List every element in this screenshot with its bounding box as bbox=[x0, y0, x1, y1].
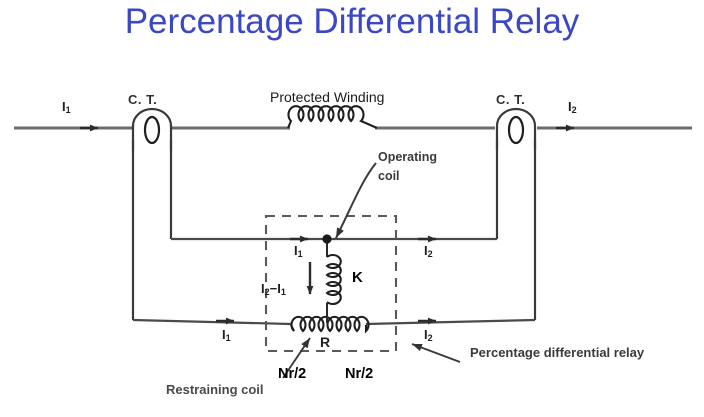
page-title: Percentage Differential Relay bbox=[124, 2, 580, 41]
turns-left-label: Nr/2 bbox=[278, 366, 307, 382]
current-symbol: I bbox=[424, 327, 428, 342]
operating-coil-symbol-label: K bbox=[352, 269, 363, 286]
current-label-i2-upper: I2 bbox=[424, 243, 433, 259]
current-label-i2-primary: I2 bbox=[568, 99, 577, 115]
ct-right-symbol bbox=[495, 107, 537, 320]
current-label-i2-lower: I2 bbox=[424, 327, 433, 343]
percentage-differential-relay-label: Percentage differential relay bbox=[470, 345, 645, 360]
ct-left-label: C. T. bbox=[128, 92, 158, 107]
operating-coil-label: Operating coil bbox=[378, 148, 437, 186]
current-direction-arrows bbox=[80, 124, 575, 325]
current-label-i1-upper: I1 bbox=[294, 243, 303, 259]
current-operator: −I bbox=[269, 281, 281, 296]
current-symbol: I bbox=[424, 243, 428, 258]
leader-lines bbox=[282, 162, 461, 379]
current-subscript: 1 bbox=[225, 333, 231, 343]
protected-winding-label: Protected Winding bbox=[270, 89, 385, 105]
current-subscript: 2 bbox=[571, 105, 577, 115]
current-symbol: I bbox=[568, 99, 572, 114]
current-symbol: I bbox=[261, 281, 265, 296]
current-symbol: I bbox=[222, 327, 226, 342]
current-label-i1-primary: I1 bbox=[62, 99, 71, 115]
current-subscript: 2 bbox=[264, 287, 270, 297]
current-symbol: I bbox=[62, 99, 66, 114]
current-subscript: 2 bbox=[427, 249, 433, 259]
operating-coil-symbol bbox=[322, 234, 342, 323]
current-subscript: 1 bbox=[65, 105, 71, 115]
current-label-i1-lower: I1 bbox=[222, 327, 231, 343]
current-symbol: I bbox=[294, 243, 298, 258]
current-label-differential: I2−I1 bbox=[261, 281, 286, 297]
operating-coil-label-line1: Operating bbox=[378, 150, 438, 164]
protected-winding-coil bbox=[287, 105, 378, 129]
turns-right-label: Nr/2 bbox=[345, 366, 374, 382]
restraining-coil-symbol bbox=[290, 315, 370, 334]
restraining-coil-symbol-label: R bbox=[320, 334, 331, 350]
current-subscript: 1 bbox=[297, 249, 303, 259]
ct-right-label: C. T. bbox=[496, 92, 526, 107]
current-subscript: 2 bbox=[427, 333, 433, 343]
restraining-coil-label: Restraining coil bbox=[166, 382, 264, 397]
lower-secondary-wire bbox=[132, 318, 536, 326]
ct-left-symbol bbox=[131, 107, 173, 320]
current-subscript: 1 bbox=[280, 287, 286, 297]
relay-boundary-box bbox=[264, 214, 398, 353]
operating-coil-label-line2: coil bbox=[378, 169, 400, 183]
